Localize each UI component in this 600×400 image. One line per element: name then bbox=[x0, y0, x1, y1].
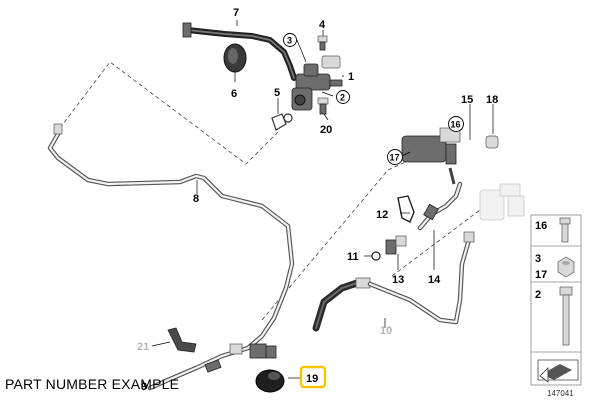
callout-19: 19 bbox=[306, 373, 318, 385]
caption-part-number-example: PART NUMBER EXAMPLE bbox=[5, 376, 180, 392]
callout-4: 4 bbox=[319, 19, 326, 31]
legend-bolt-icon bbox=[559, 217, 571, 243]
callout-20: 20 bbox=[320, 124, 332, 136]
slave-cylinder-part-15 bbox=[401, 127, 461, 185]
reference-dash-lower bbox=[391, 209, 481, 277]
arrow-icon bbox=[537, 359, 579, 383]
leader-lines bbox=[151, 20, 494, 379]
ghost-transmission-parts bbox=[479, 183, 525, 221]
clip-part-5 bbox=[271, 113, 293, 131]
callout-18: 18 bbox=[486, 94, 498, 106]
callout-16: 16 bbox=[451, 120, 461, 130]
callout-5: 5 bbox=[274, 87, 280, 99]
callout-17-circle: 17 bbox=[387, 149, 403, 165]
pipe-fittings-lower bbox=[204, 343, 277, 373]
grommet-part-19 bbox=[255, 369, 285, 393]
callout-7: 7 bbox=[233, 7, 239, 19]
callout-1: 1 bbox=[348, 71, 354, 83]
callout-19-highlight: 19 bbox=[299, 365, 327, 389]
legend-item-16: 16 bbox=[535, 220, 547, 232]
callout-10: 10 bbox=[380, 325, 392, 337]
callout-21: 21 bbox=[137, 341, 149, 353]
callout-13: 13 bbox=[392, 274, 404, 286]
master-cylinder-part-1 bbox=[291, 55, 343, 111]
callout-14: 14 bbox=[428, 274, 441, 286]
rubber-boot-part-6 bbox=[223, 43, 247, 73]
callout-2: 2 bbox=[340, 93, 345, 103]
reference-dash-left bbox=[59, 61, 279, 165]
legend-item-17: 17 bbox=[535, 269, 547, 281]
pedal-pipe-part-7 bbox=[182, 22, 297, 81]
callout-2-circle: 2 bbox=[336, 90, 350, 104]
fitting-part-11 bbox=[371, 251, 381, 261]
legend-item-3: 3 bbox=[535, 253, 541, 265]
bolt-part-20 bbox=[317, 97, 329, 115]
callout-6: 6 bbox=[231, 88, 237, 100]
clutch-hose-part-10 bbox=[312, 277, 371, 332]
legend-nut-icon bbox=[557, 256, 575, 278]
clutch-pipe-part-8 bbox=[47, 123, 295, 391]
bleed-cap-part-18 bbox=[485, 135, 499, 149]
fitting-part-13 bbox=[385, 235, 407, 255]
callout-16-circle: 16 bbox=[448, 116, 464, 132]
screw-part-4 bbox=[317, 35, 328, 51]
callout-3: 3 bbox=[287, 36, 292, 46]
bracket-part-12 bbox=[397, 195, 415, 223]
legend-panel: 16 3 17 2 bbox=[530, 214, 582, 386]
callout-15: 15 bbox=[461, 94, 473, 106]
legend-item-2: 2 bbox=[535, 289, 541, 301]
diagram-id: 147041 bbox=[547, 389, 574, 398]
callout-17: 17 bbox=[390, 153, 400, 163]
callout-8: 8 bbox=[193, 193, 199, 205]
callout-3-circle: 3 bbox=[283, 33, 297, 47]
pipe-part-14 bbox=[417, 181, 463, 231]
pipe-part-10-right bbox=[367, 231, 475, 325]
callout-9: 9 bbox=[141, 381, 147, 393]
legend-long-bolt-icon bbox=[559, 286, 573, 346]
bracket-part-21 bbox=[167, 327, 197, 353]
callout-11: 11 bbox=[347, 251, 359, 263]
callout-12: 12 bbox=[376, 209, 388, 221]
